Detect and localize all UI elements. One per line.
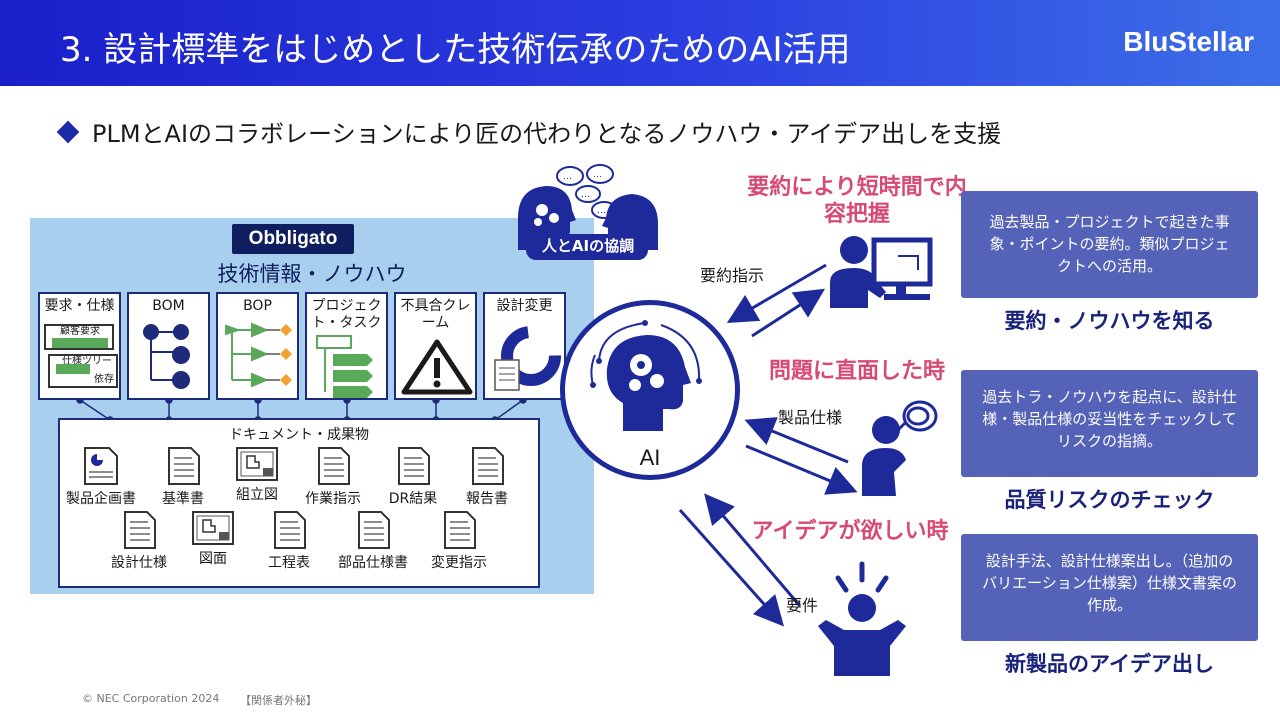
scenario-2-title: 品質リスクのチェック — [1004, 488, 1215, 512]
scenario-3-arrow-label: 要件 — [786, 596, 819, 615]
scenario-3-box-text: 設計手法、設計仕様案出し。（追加のバリエーション仕様案）仕様文書案の作成。 — [982, 552, 1237, 614]
warning-icon — [401, 339, 473, 395]
document-label: 組立図 — [236, 487, 278, 503]
ai-head-icon — [590, 320, 702, 431]
document-item: 図面 — [178, 510, 248, 568]
scenario-3-title: 新製品のアイデア出し — [1005, 652, 1214, 676]
card-requirements: 要求・仕様 顧客要求 仕様ツリー 依存 — [38, 292, 121, 400]
report-chart-icon — [84, 447, 118, 485]
ai-label: AI — [639, 445, 661, 470]
document-item: 設計仕様 — [104, 510, 174, 572]
document-label: 図面 — [199, 551, 227, 567]
dependency-label: 依存 — [94, 374, 114, 385]
svg-text:…: … — [597, 206, 606, 216]
document-icon — [124, 511, 156, 549]
ai-hub: AI — [560, 300, 740, 480]
card-label: 要求・仕様 — [44, 298, 115, 314]
person-at-computer-icon — [830, 236, 933, 308]
spec-tree-doc: 仕様ツリー 依存 — [48, 354, 118, 388]
idea-person-icon — [818, 561, 906, 676]
document-label: 部品仕様書 — [338, 555, 408, 571]
card-label: 不具合クレーム — [400, 298, 471, 331]
scenario-2-arrow-label: 製品仕様 — [778, 408, 843, 427]
scenario-1-title: 要約・ノウハウを知る — [1004, 309, 1215, 333]
scenario-1-box-text: 過去製品・プロジェクトで起きた事象・ポイントの要約。類似プロジェクトへの活用。 — [989, 213, 1230, 275]
drawing-icon — [192, 511, 234, 545]
scenario-2-box-text: 過去トラ・ノウハウを起点に、設計仕様・製品仕様の妥当性をチェックしてリスクの指摘… — [982, 388, 1237, 450]
document-item: 組立図 — [222, 446, 292, 504]
card-defects: 不具合クレーム — [394, 292, 477, 400]
document-icon — [168, 447, 200, 485]
document-icon — [358, 511, 390, 549]
documents-box: ドキュメント・成果物 — [58, 418, 540, 588]
card-label: BOM — [152, 298, 185, 314]
scenario-1-headline: 要約により短時間で内容把握 — [747, 175, 967, 227]
document-item: 変更指示 — [424, 510, 494, 572]
gantt-icon — [316, 335, 373, 398]
scenario-3-box: 設計手法、設計仕様案出し。（追加のバリエーション仕様案）仕様文書案の作成。 — [961, 534, 1258, 641]
spec-tree-label: 仕様ツリー — [62, 356, 112, 367]
svg-text:…: … — [563, 172, 572, 182]
document-item: 部品仕様書 — [338, 510, 408, 572]
obbligato-logo: Obbligato — [232, 224, 354, 254]
scenario-1-box: 過去製品・プロジェクトで起きた事象・ポイントの要約。類似プロジェクトへの活用。 — [961, 191, 1258, 298]
page-title: 3. 設計標準をはじめとした技術伝承のためのAI活用 — [60, 30, 851, 70]
document-icon — [274, 511, 306, 549]
document-label: 作業指示 — [305, 491, 361, 507]
document-label: 変更指示 — [431, 555, 487, 571]
svg-text:…: … — [593, 170, 602, 180]
troubled-person-icon — [862, 400, 938, 496]
title-bar: 3. 設計標準をはじめとした技術伝承のためのAI活用 BluStellar — [0, 0, 1280, 86]
card-bom: BOM — [127, 292, 210, 400]
card-project-task: プロジェクト・タスク — [305, 292, 388, 400]
document-label: 報告書 — [466, 491, 508, 507]
scenario-2-headline: 問題に直面した時 — [768, 359, 945, 384]
scenario-3-headline: アイデアが欲しい時 — [751, 519, 949, 544]
subtitle: PLMとAIのコラボレーションにより匠の代わりとなるノウハウ・アイデア出しを支援 — [56, 114, 1002, 149]
document-item: 製品企画書 — [66, 446, 136, 508]
document-label: 製品企画書 — [66, 491, 136, 507]
document-item: DR結果 — [378, 446, 448, 508]
bop-flow-icon — [225, 322, 292, 388]
documents-title: ドキュメント・成果物 — [229, 427, 369, 443]
collab-label: 人とAIの協調 — [541, 237, 635, 255]
document-item: 基準書 — [148, 446, 218, 508]
drawing-icon — [236, 447, 278, 481]
document-label: 設計仕様 — [111, 555, 167, 571]
scenario-2-box: 過去トラ・ノウハウを起点に、設計仕様・製品仕様の妥当性をチェックしてリスクの指摘… — [961, 370, 1258, 477]
panel-heading: 技術情報・ノウハウ — [217, 262, 407, 286]
bom-tree-icon — [143, 324, 190, 389]
document-item: 工程表 — [254, 510, 324, 572]
card-design-change: 設計変更 — [483, 292, 566, 400]
document-icon — [398, 447, 430, 485]
confidential-label: 【関係者外秘】 — [240, 694, 317, 707]
copyright: © NEC Corporation 2024 — [82, 692, 220, 705]
subtitle-text: PLMとAIのコラボレーションにより匠の代わりとなるノウハウ・アイデア出しを支援 — [92, 120, 1002, 148]
requirement-doc-label: 顧客要求 — [60, 326, 100, 337]
cycle-change-icon — [494, 326, 561, 391]
document-icon — [472, 447, 504, 485]
document-label: 工程表 — [268, 555, 310, 571]
document-label: 基準書 — [162, 491, 204, 507]
scenario-1-arrow-label: 要約指示 — [700, 266, 765, 285]
card-label: BOP — [243, 298, 272, 314]
card-bop: BOP — [216, 292, 299, 400]
document-icon — [444, 511, 476, 549]
document-icon — [318, 447, 350, 485]
document-item: 報告書 — [452, 446, 522, 508]
document-label: DR結果 — [388, 491, 438, 507]
human-ai-collab-icon: ………… — [518, 164, 658, 260]
card-label: プロジェクト・タスク — [311, 298, 382, 331]
brand-logo: BluStellar — [1123, 26, 1254, 57]
document-item: 作業指示 — [298, 446, 368, 508]
svg-text:…: … — [581, 190, 590, 200]
requirement-doc: 顧客要求 — [44, 324, 114, 350]
card-label: 設計変更 — [496, 298, 553, 314]
